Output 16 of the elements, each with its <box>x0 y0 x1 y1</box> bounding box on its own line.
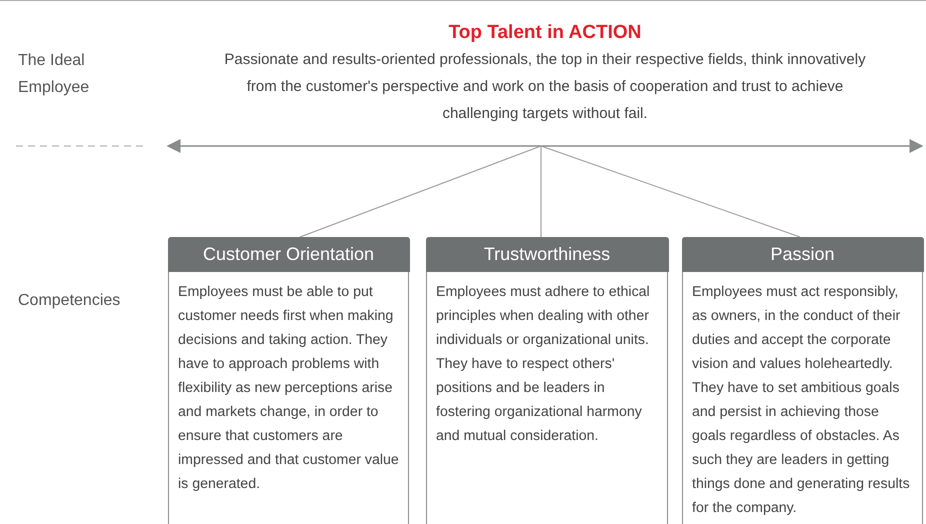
competency-card <box>426 237 668 524</box>
connector-line <box>300 146 542 238</box>
card-body-text: Employees must act responsibly, as owners, in the conduct of their duties and accept the corporate vision and values holeheartedly. They have to set ambitious goals and persist in achieving those goals regardless of obstacles. As such they are leaders in getting things done and generating results for the company. <box>691 282 911 518</box>
card-body-text: Employees must adhere to ethical principles when dealing with other individuals or organizational units. They have to respect others' positions and be leaders in fostering organizational harmony and mutual consideration. <box>435 282 651 446</box>
card-header: Passion <box>682 236 924 272</box>
card-body-text: Employees must be able to put customer needs first when making decisions and taking action. They have to approach problems with flexibility as new perceptions arise and markets change, in order to ensure that customers are impressed and that customer value is generated. <box>177 282 400 494</box>
competency-card <box>682 237 923 524</box>
row-label: Competencies <box>18 291 122 311</box>
card-header: Customer Orientation <box>168 236 410 272</box>
connector-line <box>540 146 542 238</box>
card-header: Trustworthiness <box>426 236 668 272</box>
headline: Top Talent in ACTION <box>448 21 642 45</box>
connector-line <box>540 146 800 238</box>
description-text: Passionate and results-oriented professionals, the top in their respective fields, think innovatively from the customer's perspective and work on the basis of cooperation and trust to achieve challenging targets without fail. <box>223 50 867 124</box>
row-label: The Ideal Employee <box>18 51 90 98</box>
competency-card <box>168 237 409 524</box>
